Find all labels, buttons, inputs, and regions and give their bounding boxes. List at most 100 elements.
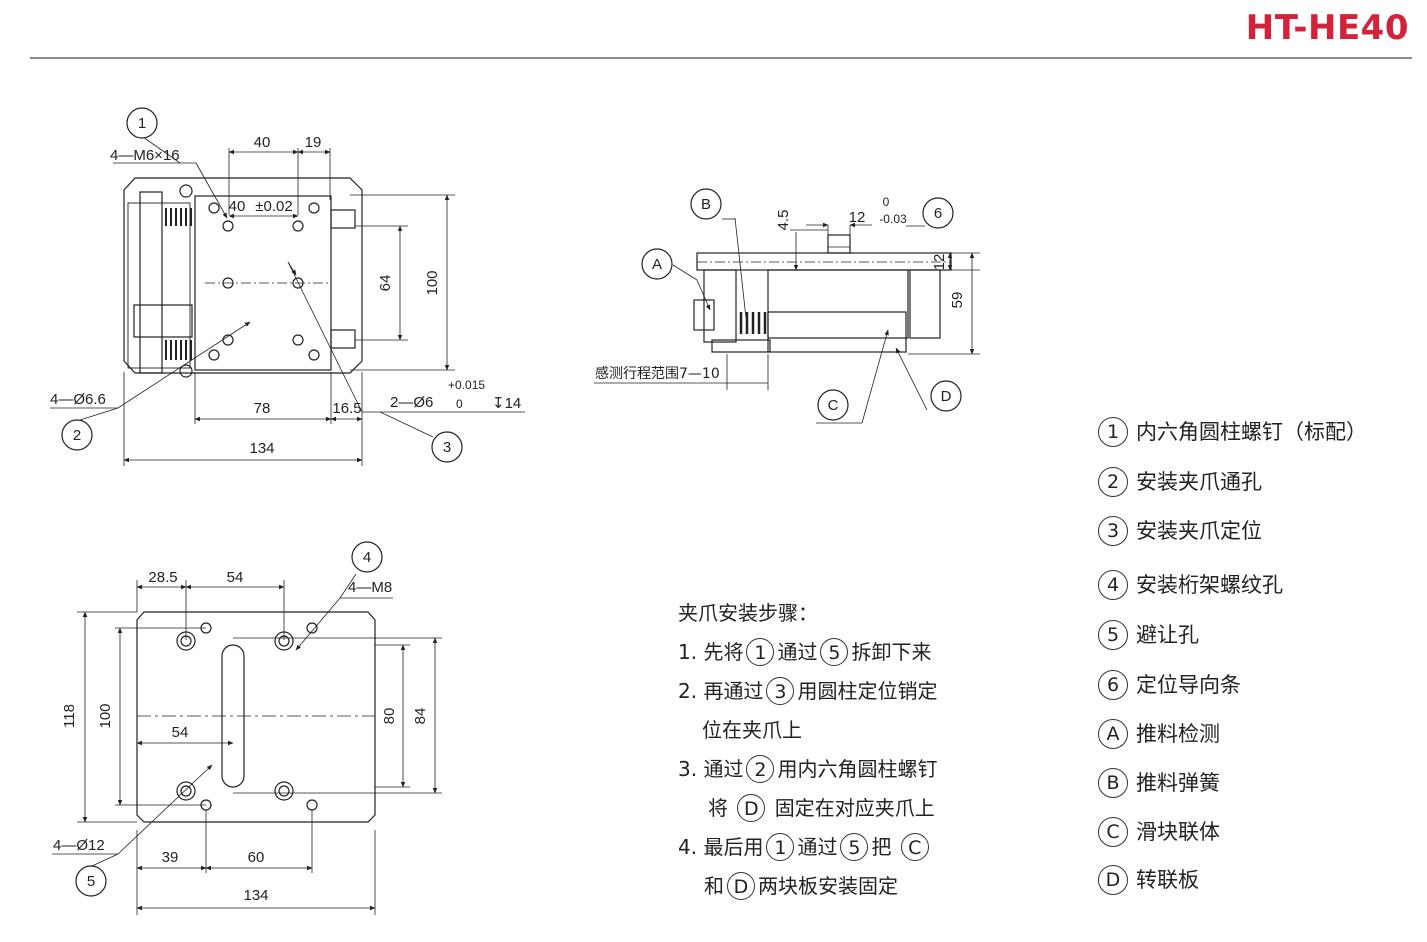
- dim-phi6-tol-lo: 0: [456, 397, 463, 411]
- dim-40-inner: 40: [229, 198, 246, 215]
- callout-3: 3: [443, 439, 451, 456]
- legend-key: C: [1098, 817, 1128, 847]
- top-view-dims: 4—M6×16 40 19 40 ±0.02 64 100 4—Ø6.6 78 …: [50, 134, 521, 457]
- step-4-cont-post: 两块板安装固定: [758, 874, 898, 898]
- top-view-tab-right-lower: [330, 329, 356, 349]
- side-plate-d: [909, 269, 941, 339]
- legend-key: D: [1098, 865, 1128, 895]
- bolt-m8-3: [176, 781, 196, 801]
- callout-circle-6: [922, 197, 954, 229]
- dim-m8: 4—M8: [348, 579, 392, 596]
- bottom-view-dims: 28.5 54 4—M8 118 100 54 80 84 4—Ø12 39 6…: [53, 569, 429, 904]
- legend-key: 5: [1098, 620, 1128, 650]
- top-view-callouts: 1 2 3: [61, 107, 463, 463]
- step-3-cont-post: 固定在对应夹爪上: [774, 796, 935, 820]
- dim-depth: ↧14: [492, 395, 521, 412]
- product-title: HT-HE40: [1245, 8, 1409, 48]
- callout-circle-4: [351, 541, 383, 573]
- hole-a-4: [292, 334, 304, 346]
- side-spring-b: [739, 312, 767, 334]
- dim-54-mid: 54: [172, 724, 189, 741]
- top-view-rail: [127, 202, 191, 369]
- step-1-ref-b: 5: [820, 637, 849, 666]
- step-2-post: 用圆柱定位销定: [797, 679, 938, 703]
- side-slider-c: [767, 311, 907, 353]
- side-body: [767, 269, 909, 339]
- step-4-mid2: 把: [871, 835, 892, 859]
- dim-60: 60: [248, 849, 265, 866]
- step-4-pre: 4. 最后用: [678, 835, 764, 859]
- step-4-ref-d: D: [727, 871, 755, 900]
- legend-label: 安装桁架螺纹孔: [1136, 573, 1283, 597]
- dim-39: 39: [162, 849, 179, 866]
- callout-circle-d: [930, 380, 962, 412]
- step-4-ref-c: C: [900, 832, 929, 861]
- dim-phi12: 4—Ø12: [53, 837, 105, 854]
- dim-100-bottom: 100: [97, 703, 114, 728]
- step-4-mid: 通过: [797, 835, 838, 859]
- callout-circle-1: [126, 107, 158, 139]
- step-2-cont: 位在夹爪上: [702, 718, 802, 742]
- legend-label: 避让孔: [1136, 623, 1199, 647]
- hole-corner-tl: [179, 184, 193, 198]
- legend-label: 推料检测: [1136, 722, 1220, 746]
- dim-key-tol-lo: -0.03: [879, 212, 907, 226]
- dim-134-top: 134: [249, 440, 274, 457]
- top-view-tab-right-upper: [330, 209, 356, 229]
- side-sensor-a: [693, 299, 715, 331]
- side-view: [594, 217, 980, 424]
- step-3-post: 用内六角圆柱螺钉: [777, 757, 938, 781]
- dim-54-top: 54: [227, 569, 244, 586]
- dim-59: 59: [949, 292, 966, 309]
- callout-circle-3: [431, 431, 463, 463]
- step-1-ref-a: 1: [746, 637, 775, 666]
- step-1-pre: 1. 先将: [678, 640, 744, 664]
- legend-item: 5 避让孔: [1098, 617, 1199, 653]
- top-view: [50, 136, 525, 466]
- dim-12-key: 12: [849, 209, 866, 226]
- top-view-outline: [123, 177, 363, 374]
- dim-phi6: 2—Ø6: [390, 394, 433, 411]
- hole-relief-4: [306, 799, 318, 811]
- step-2-pre: 2. 再通过: [678, 679, 764, 703]
- callout-a: A: [652, 256, 662, 273]
- bottom-view-callouts: 4 5: [75, 541, 383, 897]
- legend-item: A 推料检测: [1098, 716, 1220, 752]
- hole-m6-2: [308, 202, 320, 214]
- side-view-dims: 4.5 12 0 -0.03 12 59 感测行程范围7—10: [595, 195, 966, 382]
- legend-key: A: [1098, 719, 1128, 749]
- hole-m6-4: [308, 349, 320, 361]
- legend-key: B: [1098, 768, 1128, 798]
- legend-key: 6: [1098, 670, 1128, 700]
- callout-circle-2: [61, 419, 93, 451]
- legend-label: 转联板: [1136, 868, 1199, 892]
- step-3-ref-a: 2: [746, 754, 775, 783]
- callout-2: 2: [73, 427, 81, 444]
- callout-circle-b: [690, 188, 722, 220]
- step-3-cont: 将 D 固定在对应夹爪上: [678, 789, 937, 828]
- legend-label: 定位导向条: [1136, 673, 1241, 697]
- step-4-cont-pre: 和: [704, 874, 724, 898]
- step-2-ref-a: 3: [766, 676, 795, 705]
- step-4-ref-a: 1: [766, 832, 795, 861]
- callout-circle-5: [75, 865, 107, 897]
- dim-12-plate: 12: [931, 254, 948, 271]
- dim-phi6-tol-up: +0.015: [448, 378, 485, 392]
- step-3-cont-pre: 将: [708, 796, 728, 820]
- legend-key: 1: [1098, 417, 1128, 447]
- callout-5: 5: [87, 873, 95, 890]
- callout-1: 1: [138, 115, 146, 132]
- side-guide-key: [827, 234, 851, 254]
- dim-16-5: 16.5: [332, 400, 361, 417]
- spring-upper: [165, 208, 192, 226]
- dim-134-bottom: 134: [243, 887, 268, 904]
